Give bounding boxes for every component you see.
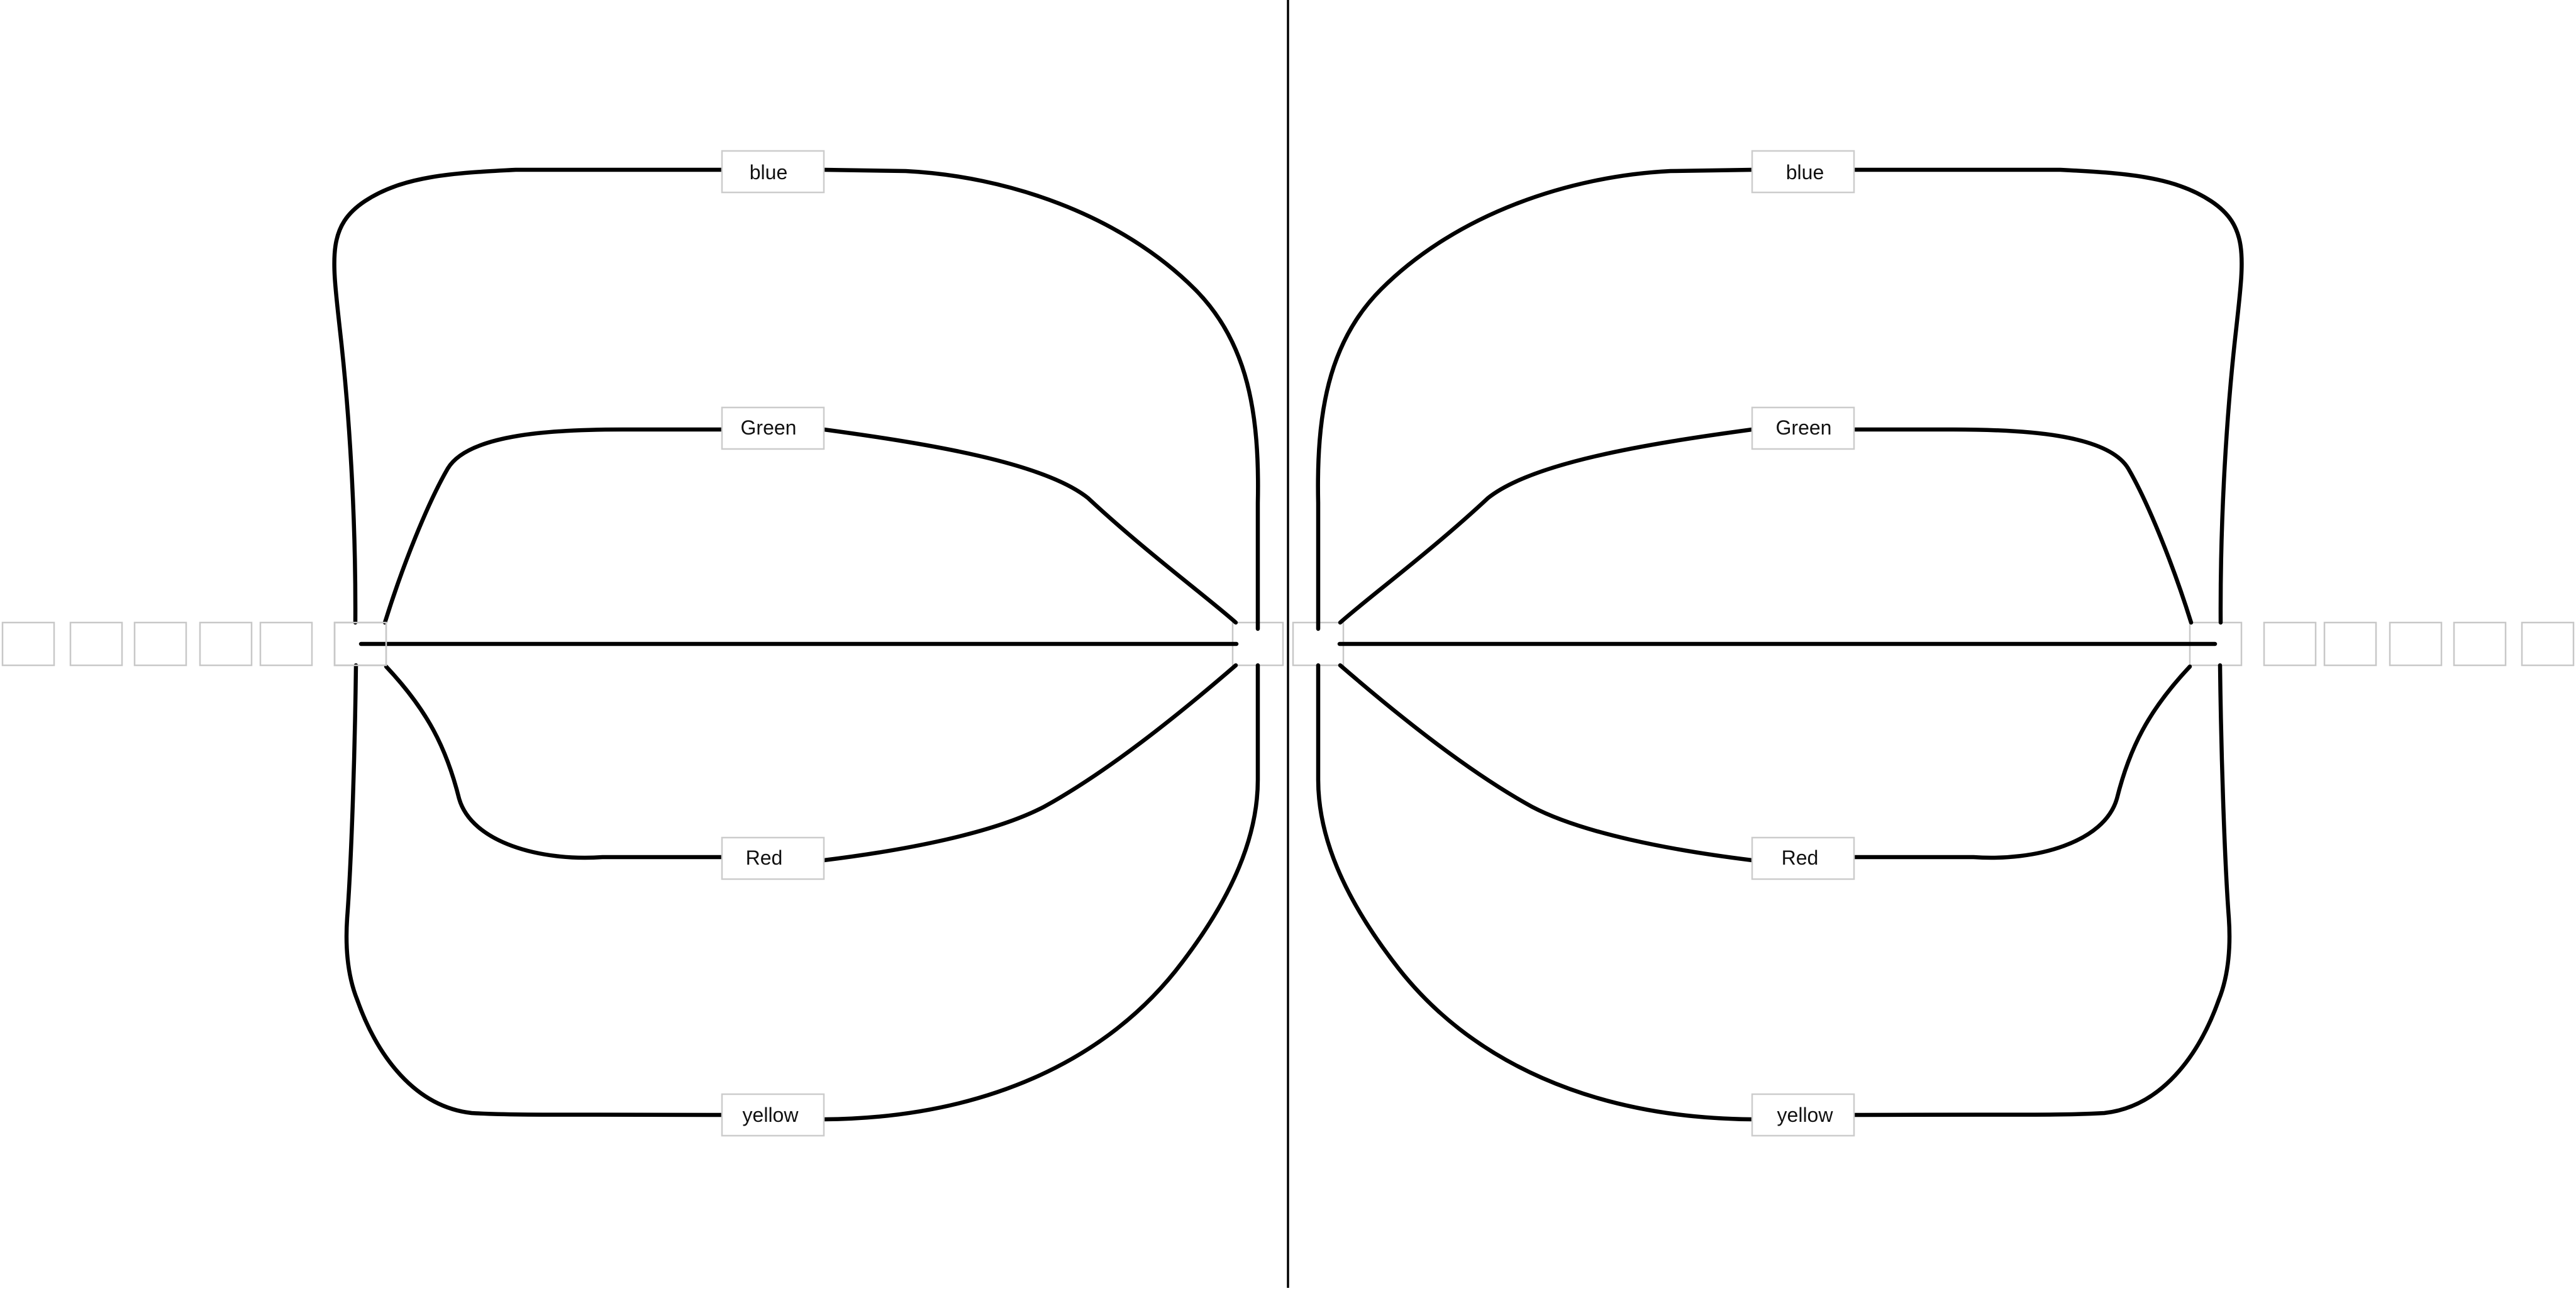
left-label-yellow: yellow (721, 1093, 825, 1137)
right-panel: blue Green Red yellow (1292, 150, 2575, 1137)
left-empty-slot-5 (259, 621, 313, 667)
right-label-blue-text: blue (1786, 161, 1824, 184)
left-green-wire (382, 427, 1238, 625)
left-blue-wire (332, 167, 1260, 631)
right-label-yellow: yellow (1751, 1093, 1855, 1137)
left-yellow-wire (344, 663, 1260, 1122)
left-label-blue: blue (721, 150, 825, 194)
right-label-blue: blue (1751, 150, 1855, 194)
left-empty-slot-3 (133, 621, 187, 667)
left-empty-slot-1 (1, 621, 55, 667)
right-empty-slot-3 (2389, 621, 2443, 667)
right-label-yellow-text: yellow (1777, 1104, 1834, 1126)
left-label-blue-text: blue (750, 161, 788, 184)
right-label-green-text: Green (1776, 416, 1832, 439)
right-label-red-text: Red (1782, 846, 1819, 869)
left-label-green-text: Green (741, 416, 797, 439)
left-empty-slot-2 (69, 621, 123, 667)
right-blue-wire (1316, 167, 2244, 631)
right-empty-slot-5 (2521, 621, 2575, 667)
right-red-wire (1338, 663, 2192, 863)
right-empty-slot-2 (2323, 621, 2377, 667)
left-red-wire (384, 663, 1238, 863)
left-label-red: Red (721, 836, 825, 880)
left-block-outline (333, 621, 387, 667)
left-panel: blue Green Red yellow (1, 150, 1284, 1137)
left-label-red-text: Red (746, 846, 783, 869)
right-empty-slot-4 (2453, 621, 2507, 667)
left-label-yellow-text: yellow (743, 1104, 799, 1126)
right-yellow-wire (1316, 663, 2232, 1122)
left-label-green: Green (721, 406, 825, 450)
right-label-green: Green (1751, 406, 1855, 450)
left-empty-slot-4 (199, 621, 253, 667)
right-label-red: Red (1751, 836, 1855, 880)
right-empty-slot-1 (2263, 621, 2317, 667)
right-green-wire (1338, 427, 2194, 625)
